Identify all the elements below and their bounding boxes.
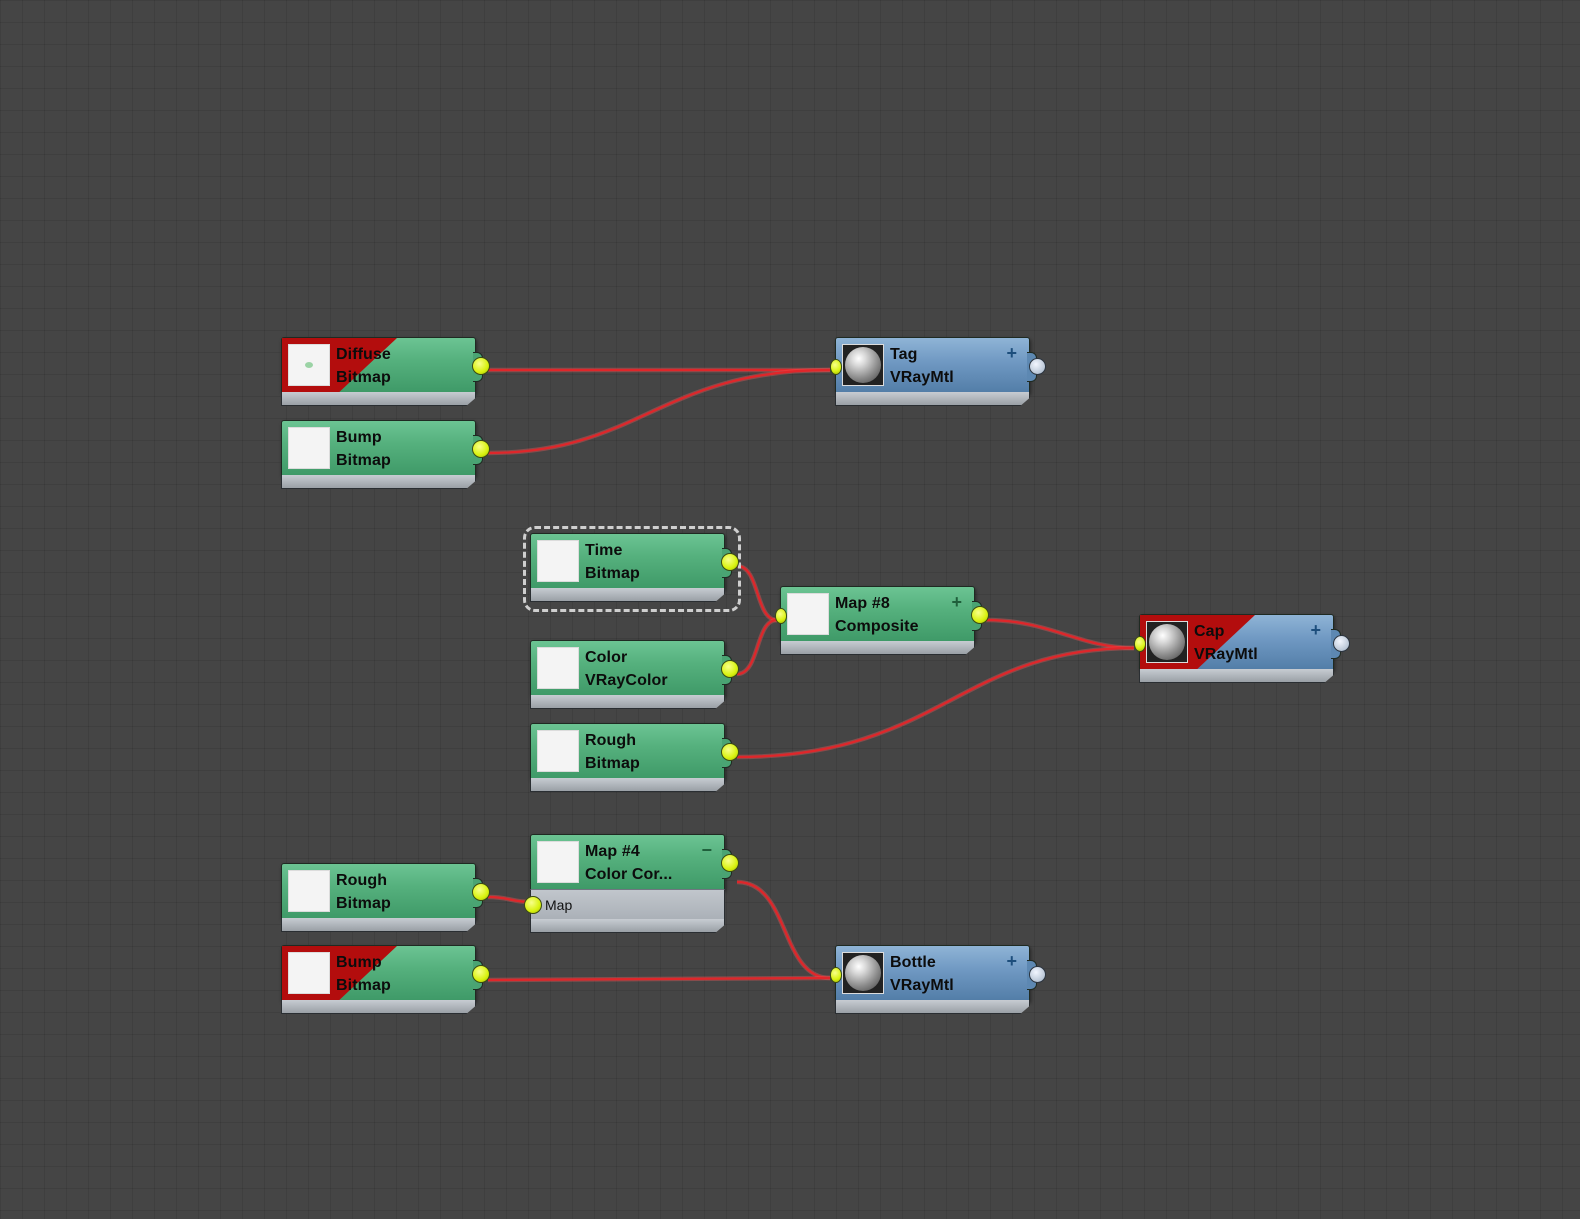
node-type: Bitmap [585, 755, 640, 772]
node-footer [281, 1000, 476, 1014]
output-port[interactable] [721, 553, 739, 571]
wire-color-map8 [736, 617, 778, 677]
output-port[interactable] [721, 743, 739, 761]
output-port[interactable] [721, 854, 739, 872]
wire-bump-tag [487, 368, 831, 455]
material-output-port[interactable] [1333, 635, 1350, 652]
node-title: Color [585, 649, 628, 666]
input-port[interactable] [830, 967, 842, 983]
node-footer [530, 919, 725, 933]
bitmap-thumbnail-icon [537, 730, 579, 772]
node-type: Color Cor... [585, 866, 673, 883]
node-type: Bitmap [336, 369, 391, 386]
map-input-slot[interactable]: Map [524, 889, 725, 921]
slot-label: Map [545, 897, 573, 913]
bitmap-thumbnail-icon [288, 952, 330, 994]
wire-bump-bottle [487, 976, 831, 982]
node-type: Bitmap [336, 895, 391, 912]
minus-icon[interactable]: − [701, 840, 712, 860]
material-output-port[interactable] [1029, 358, 1046, 375]
node-rough-bitmap[interactable]: Rough Bitmap [530, 723, 739, 792]
wire-time-map8 [736, 564, 778, 622]
output-port[interactable] [472, 965, 490, 983]
material-output-port[interactable] [1029, 966, 1046, 983]
node-rough-bitmap-2[interactable]: Rough Bitmap [281, 863, 490, 932]
node-title: Time [585, 542, 623, 559]
plus-icon[interactable]: + [1310, 620, 1321, 640]
output-port[interactable] [472, 440, 490, 458]
node-footer [281, 392, 476, 406]
sphere-preview-icon [1146, 621, 1188, 663]
node-title: Map #8 [835, 595, 890, 612]
node-cap-vraymtl[interactable]: Cap VRayMtl + [1134, 614, 1350, 683]
node-map4-colorcorrect[interactable]: Map #4 Color Cor... − Map [524, 834, 739, 933]
output-port[interactable] [971, 606, 989, 624]
node-title: Rough [585, 732, 637, 749]
node-map8-composite[interactable]: Map #8 Composite + [775, 586, 989, 655]
node-title: Diffuse [336, 346, 391, 363]
node-time-bitmap[interactable]: Time Bitmap [530, 533, 739, 602]
bitmap-thumbnail-icon [288, 870, 330, 912]
output-port[interactable] [472, 357, 490, 375]
node-type: VRayMtl [890, 977, 954, 994]
wire-map4-bottle [736, 879, 831, 981]
sphere-preview-icon [842, 344, 884, 386]
node-color-vraycolor[interactable]: Color VRayColor [530, 640, 739, 709]
bitmap-thumbnail-icon [288, 344, 330, 386]
node-title: Bottle [890, 954, 936, 971]
node-type: Bitmap [336, 452, 391, 469]
node-footer [530, 588, 725, 602]
node-bump-bitmap[interactable]: Bump Bitmap [281, 420, 490, 489]
bitmap-thumbnail-icon [537, 540, 579, 582]
wire-color-map8 [736, 618, 778, 676]
node-bump-bitmap-2[interactable]: Bump Bitmap [281, 945, 490, 1014]
node-footer [835, 1000, 1030, 1014]
node-tag-vraymtl[interactable]: Tag VRayMtl + [830, 337, 1046, 406]
node-bottle-vraymtl[interactable]: Bottle VRayMtl + [830, 945, 1046, 1014]
plus-icon[interactable]: + [1006, 343, 1017, 363]
node-type: Composite [835, 618, 919, 635]
node-title: Map #4 [585, 843, 640, 860]
node-title: Tag [890, 346, 918, 363]
node-footer [281, 918, 476, 932]
wire-time-map8 [736, 563, 778, 623]
node-footer [1139, 669, 1334, 683]
bitmap-thumbnail-icon [787, 593, 829, 635]
wire-map4-bottle [736, 880, 831, 980]
input-port[interactable] [830, 359, 842, 375]
plus-icon[interactable]: + [1006, 951, 1017, 971]
node-type: VRayMtl [1194, 646, 1258, 663]
bitmap-thumbnail-icon [288, 427, 330, 469]
node-type: VRayColor [585, 672, 668, 689]
node-footer [835, 392, 1030, 406]
wire-rough-cap [736, 645, 1135, 760]
node-diffuse-bitmap[interactable]: Diffuse Bitmap [281, 337, 490, 406]
node-title: Rough [336, 872, 388, 889]
node-title: Cap [1194, 623, 1225, 640]
wire-bump-tag [487, 367, 831, 456]
node-type: VRayMtl [890, 369, 954, 386]
sphere-preview-icon [842, 952, 884, 994]
node-footer [530, 778, 725, 792]
plus-icon[interactable]: + [951, 592, 962, 612]
node-footer [281, 475, 476, 489]
input-port[interactable] [1134, 636, 1146, 652]
node-type: Bitmap [585, 565, 640, 582]
output-port[interactable] [721, 660, 739, 678]
bitmap-thumbnail-icon [537, 841, 579, 883]
node-footer [530, 695, 725, 709]
input-port[interactable] [775, 608, 787, 624]
wire-bump-bottle [487, 975, 831, 983]
output-port[interactable] [472, 883, 490, 901]
node-footer [780, 641, 975, 655]
map-input-port[interactable] [524, 896, 542, 914]
bitmap-thumbnail-icon [537, 647, 579, 689]
wire-map8-cap [985, 617, 1135, 651]
wire-rough-cap [736, 646, 1135, 759]
wire-map8-cap [985, 618, 1135, 650]
node-title: Bump [336, 954, 382, 971]
node-type: Bitmap [336, 977, 391, 994]
node-title: Bump [336, 429, 382, 446]
